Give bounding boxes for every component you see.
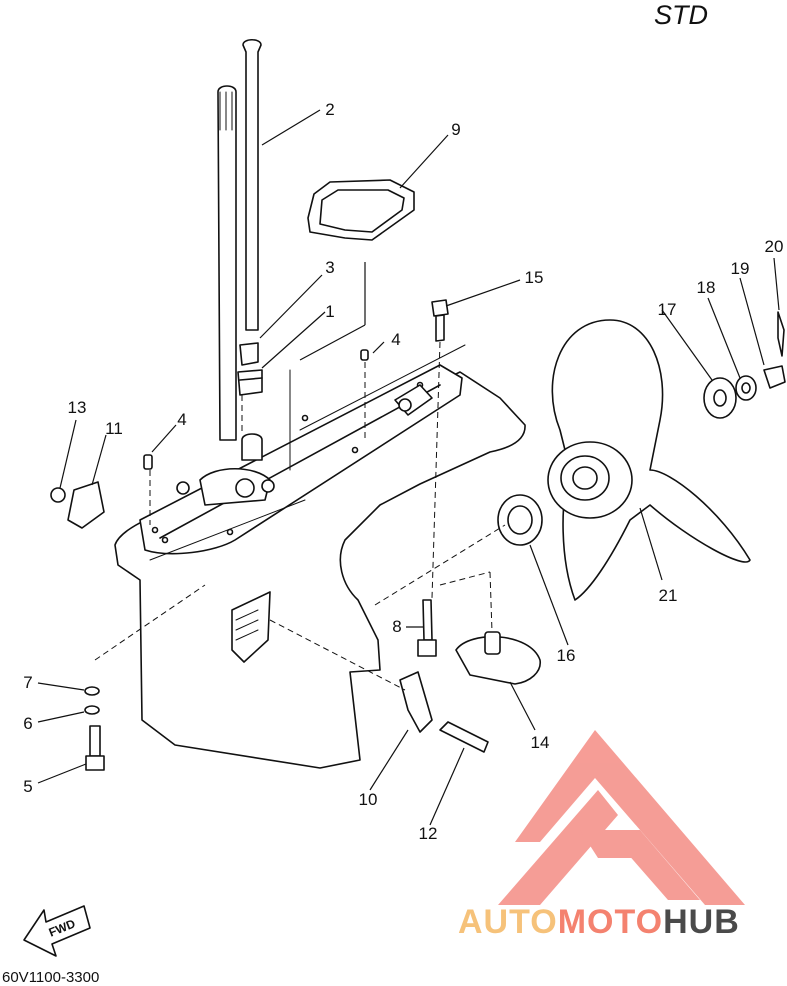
propeller — [551, 319, 751, 601]
callout-8: 8 — [392, 617, 402, 636]
callout-13: 13 — [67, 398, 87, 417]
callout-9: 9 — [451, 120, 461, 139]
callout-5: 5 — [23, 777, 33, 796]
callout-4a: 4 — [391, 330, 401, 349]
callout-16: 16 — [556, 646, 576, 665]
watermark-moto: MOTO — [557, 903, 664, 941]
callout-3: 3 — [325, 258, 335, 277]
callout-1: 1 — [325, 302, 335, 321]
callout-19: 19 — [730, 259, 750, 278]
fwd-arrow — [23, 905, 91, 957]
callout-7: 7 — [23, 673, 33, 692]
watermark-auto: AUTO — [458, 903, 558, 941]
variant-label: STD — [654, 0, 708, 30]
callout-12: 12 — [418, 824, 438, 843]
watermark-text: AUTOMOTOHUB — [458, 903, 740, 942]
callout-11: 11 — [105, 419, 123, 438]
callout-10: 10 — [358, 790, 378, 809]
callout-15: 15 — [524, 268, 544, 287]
shift-rod — [242, 38, 262, 331]
callout-6: 6 — [23, 714, 33, 733]
callout-17: 17 — [657, 300, 677, 319]
callout-4b: 4 — [177, 410, 187, 429]
callout-2: 2 — [325, 100, 335, 119]
mounting-plate — [139, 364, 463, 555]
watermark-logo — [498, 730, 745, 905]
watermark-hub: HUB — [663, 903, 740, 941]
callout-18: 18 — [696, 278, 716, 297]
callout-20: 20 — [764, 237, 784, 256]
drawing-code: 60V1100-3300 — [2, 969, 100, 986]
callout-14: 14 — [530, 733, 550, 752]
drive-shaft — [217, 85, 237, 441]
callout-21: 21 — [658, 586, 678, 605]
